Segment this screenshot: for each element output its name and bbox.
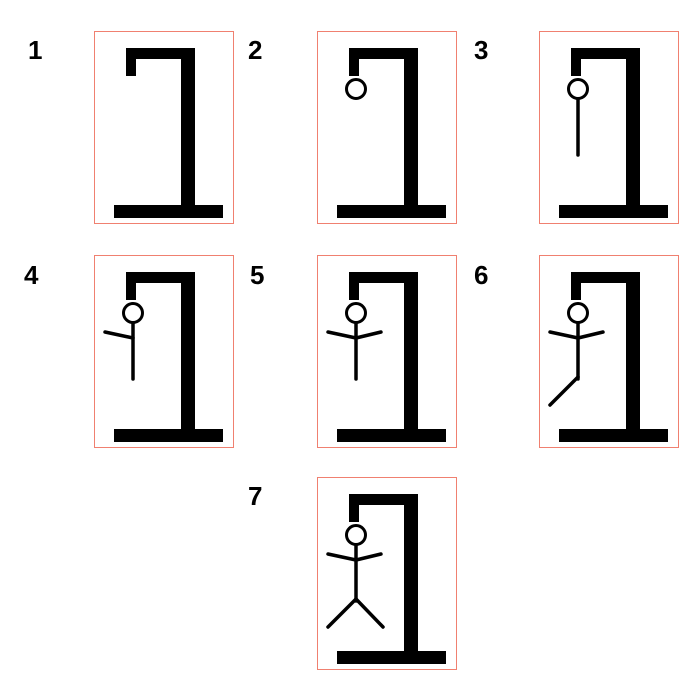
hangman-figure bbox=[326, 524, 385, 629]
stage-card bbox=[539, 31, 679, 224]
hangman-right-leg bbox=[354, 597, 385, 629]
gallows bbox=[114, 272, 223, 442]
hangman-right-arm bbox=[576, 330, 605, 340]
hangman-right-arm bbox=[354, 552, 383, 562]
gallows bbox=[559, 48, 668, 218]
gallows bbox=[337, 272, 446, 442]
gallows-base bbox=[337, 651, 446, 664]
gallows-rope bbox=[349, 48, 359, 76]
gallows-beam bbox=[571, 272, 640, 283]
hangman-left-arm bbox=[326, 552, 358, 562]
stage-number: 3 bbox=[474, 35, 489, 65]
gallows-post bbox=[181, 272, 195, 438]
gallows-post bbox=[626, 272, 640, 438]
gallows-post bbox=[404, 494, 418, 660]
hangman-left-arm bbox=[103, 330, 135, 340]
stage-drawing bbox=[103, 272, 223, 442]
gallows bbox=[337, 494, 446, 664]
gallows-beam bbox=[126, 272, 195, 283]
gallows-base bbox=[337, 429, 446, 442]
stage-drawing bbox=[548, 272, 668, 442]
stage-card bbox=[94, 255, 234, 448]
gallows-base bbox=[559, 205, 668, 218]
stage-drawing bbox=[326, 494, 446, 664]
gallows-beam bbox=[349, 494, 418, 505]
stage-drawing bbox=[337, 48, 446, 218]
gallows-post bbox=[626, 48, 640, 214]
hangman-head bbox=[345, 78, 367, 100]
gallows-beam bbox=[126, 48, 195, 59]
stage-number: 7 bbox=[248, 481, 263, 511]
gallows-base bbox=[114, 205, 223, 218]
hangman-left-arm bbox=[326, 330, 358, 340]
gallows-beam bbox=[571, 48, 640, 59]
stage-number: 2 bbox=[248, 35, 263, 65]
hangman-head bbox=[345, 524, 367, 546]
gallows-base bbox=[559, 429, 668, 442]
gallows-rope bbox=[571, 272, 581, 300]
hangman-left-leg bbox=[326, 597, 358, 629]
gallows bbox=[559, 272, 668, 442]
stage-number: 1 bbox=[28, 35, 43, 65]
gallows-rope bbox=[126, 272, 136, 300]
stage-number: 6 bbox=[474, 260, 489, 290]
gallows-rope bbox=[349, 494, 359, 522]
hangman-left-leg bbox=[548, 375, 580, 407]
stage-card bbox=[317, 31, 457, 224]
gallows-rope bbox=[571, 48, 581, 76]
stage-number: 5 bbox=[250, 260, 265, 290]
stage-drawing bbox=[559, 48, 668, 218]
stage-card bbox=[94, 31, 234, 224]
hangman-head bbox=[567, 78, 589, 100]
gallows-beam bbox=[349, 48, 418, 59]
hangman-figure bbox=[345, 78, 367, 100]
hangman-head bbox=[122, 302, 144, 324]
hangman-figure bbox=[326, 302, 383, 381]
hangman-right-arm bbox=[354, 330, 383, 340]
gallows-rope bbox=[126, 48, 136, 76]
hangman-head bbox=[345, 302, 367, 324]
gallows-post bbox=[181, 48, 195, 214]
gallows-base bbox=[337, 205, 446, 218]
stage-drawing bbox=[326, 272, 446, 442]
stage-card bbox=[317, 477, 457, 670]
stage-card bbox=[317, 255, 457, 448]
hangman-figure bbox=[103, 302, 144, 381]
stage-number: 4 bbox=[24, 260, 39, 290]
gallows-base bbox=[114, 429, 223, 442]
hangman-head bbox=[567, 302, 589, 324]
stage-drawing bbox=[114, 48, 223, 218]
gallows-post bbox=[404, 272, 418, 438]
gallows-post bbox=[404, 48, 418, 214]
gallows bbox=[114, 48, 223, 218]
hangman-figure bbox=[567, 78, 589, 157]
gallows-beam bbox=[349, 272, 418, 283]
gallows-rope bbox=[349, 272, 359, 300]
gallows bbox=[337, 48, 446, 218]
stage-card bbox=[539, 255, 679, 448]
hangman-left-arm bbox=[548, 330, 580, 340]
hangman-figure bbox=[548, 302, 605, 407]
